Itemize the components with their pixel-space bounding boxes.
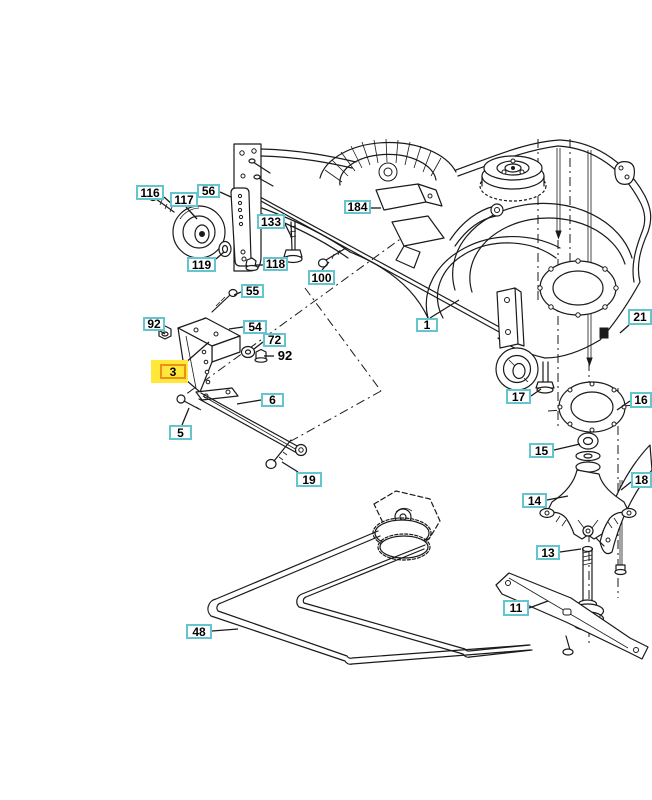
belt-and-pulley-cluster (207, 490, 533, 665)
spindle-housing (539, 461, 637, 540)
mower-deck (233, 138, 652, 359)
part-label-15[interactable]: 15 (529, 443, 554, 458)
blade (495, 572, 649, 660)
part-label-56[interactable]: 56 (197, 184, 220, 198)
part-label-16[interactable]: 16 (630, 392, 652, 408)
leader-line-11 (528, 600, 549, 609)
long-mounting-bolts (555, 148, 627, 576)
part-label-119[interactable]: 119 (187, 257, 216, 272)
bearing-washer (575, 432, 601, 462)
part-label-11[interactable]: 11 (503, 600, 529, 616)
reinforcement-ring (557, 381, 627, 433)
leader-line-16 (616, 400, 631, 411)
part-label-55[interactable]: 55 (241, 284, 264, 298)
deflector-shield (595, 444, 652, 555)
deck-bracket-184 (375, 183, 445, 269)
part-label-17[interactable]: 17 (506, 389, 531, 404)
part-label-72[interactable]: 72 (263, 333, 286, 347)
leader-line-21 (619, 324, 630, 334)
leader-line-15 (553, 443, 581, 451)
part-label-19[interactable]: 19 (296, 472, 322, 487)
leader-line-17 (530, 388, 542, 397)
leader-line-48 (211, 628, 239, 632)
part-label-54[interactable]: 54 (243, 320, 267, 334)
axis-lines (177, 139, 637, 645)
leader-line-13 (559, 548, 582, 553)
leader-line-14 (546, 495, 569, 501)
part-label-5[interactable]: 5 (169, 425, 192, 440)
part-label-6[interactable]: 6 (261, 393, 284, 407)
leader-line-1 (429, 299, 460, 319)
leader-line-5 (181, 407, 190, 426)
part-label-92b: 92 (277, 348, 293, 363)
leader-line-119 (215, 251, 225, 260)
part-label-118[interactable]: 118 (263, 257, 288, 271)
leader-line-56 (219, 191, 232, 198)
leader-line-55 (233, 291, 242, 296)
leader-line-18 (620, 481, 632, 491)
leader-line-54 (228, 326, 244, 330)
part-label-21[interactable]: 21 (628, 309, 652, 325)
leader-line-6 (236, 399, 262, 405)
part-label-13[interactable]: 13 (536, 545, 560, 560)
leader-line-100 (321, 261, 330, 271)
part-label-1[interactable]: 1 (416, 318, 438, 332)
part-label-3[interactable]: 3 (160, 364, 186, 379)
part-label-133[interactable]: 133 (257, 214, 285, 229)
leader-line-72 (253, 341, 264, 350)
part-label-116[interactable]: 116 (136, 185, 164, 200)
fan-vanes (324, 138, 442, 183)
part-label-14[interactable]: 14 (522, 493, 547, 508)
part-label-184[interactable]: 184 (344, 200, 371, 214)
part-label-100[interactable]: 100 (308, 270, 335, 285)
idler-bracket-assembly (176, 317, 308, 470)
leader-line-133 (284, 223, 293, 239)
leader-line-117 (185, 206, 198, 220)
part-label-92a[interactable]: 92 (143, 317, 165, 331)
part-label-48[interactable]: 48 (186, 624, 212, 639)
gauge-wheel-bracket (495, 287, 609, 394)
part-label-117[interactable]: 117 (170, 192, 198, 207)
leader-line-19 (281, 461, 299, 473)
part-label-18[interactable]: 18 (631, 472, 652, 488)
spindle-shaft (570, 545, 605, 631)
leader-line-92a (159, 330, 166, 335)
clutch-pulley (449, 155, 547, 247)
